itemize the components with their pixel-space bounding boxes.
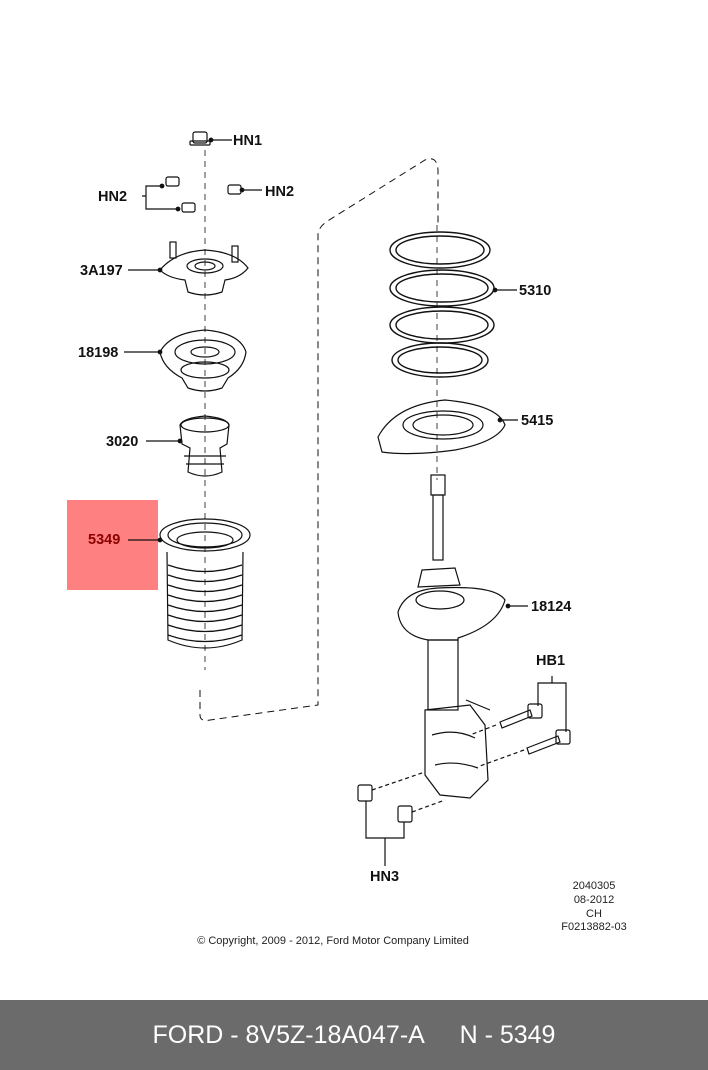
hn3-nut-icon [357, 784, 413, 823]
label-hn1: HN1 [233, 133, 263, 149]
label-5349: 5349 [88, 532, 121, 548]
footer-part-number: FORD - 8V5Z-18A047-A [152, 1020, 425, 1049]
meta-line-2: 08-2012 [573, 893, 615, 906]
bump-stop-icon [179, 415, 230, 477]
footer-bar: FORD - 8V5Z-18A047-A N - 5349 [0, 1000, 708, 1070]
label-5415: 5415 [521, 413, 554, 429]
label-hb1: HB1 [536, 653, 566, 669]
label-hn2-right: HN2 [265, 184, 295, 200]
label-3a197: 3A197 [80, 263, 123, 279]
footer-gap [425, 1021, 460, 1050]
spring-isolator-icon [377, 399, 506, 455]
label-18124: 18124 [531, 599, 572, 615]
hb1-bolt-icon [499, 703, 571, 755]
label-3020: 3020 [106, 434, 139, 450]
meta-line-1: 2040305 [572, 880, 616, 892]
highlight-box [67, 500, 158, 590]
upper-mount-icon [159, 241, 249, 296]
hn2-nut-icon [165, 176, 242, 213]
bearing-icon [159, 329, 247, 392]
footer-reference: N - 5349 [459, 1020, 556, 1049]
drawing-meta: 2040305 08-2012 CH F0213882-03 [552, 880, 636, 935]
copyright: © Copyright, 2009 - 2012, Ford Motor Com… [197, 935, 469, 947]
exploded-strut-diagram [124, 131, 571, 866]
label-hn2-left: HN2 [98, 189, 128, 205]
strut-assembly-icon [397, 474, 506, 799]
meta-line-4: F0213882-03 [561, 921, 627, 934]
label-18198: 18198 [78, 345, 119, 361]
label-hn3: HN3 [370, 869, 400, 885]
dust-boot-icon [159, 518, 251, 649]
hn1-nut-icon [189, 131, 211, 146]
coil-spring-icon [389, 231, 495, 378]
label-5310: 5310 [519, 283, 552, 299]
meta-line-3: CH [586, 907, 602, 920]
